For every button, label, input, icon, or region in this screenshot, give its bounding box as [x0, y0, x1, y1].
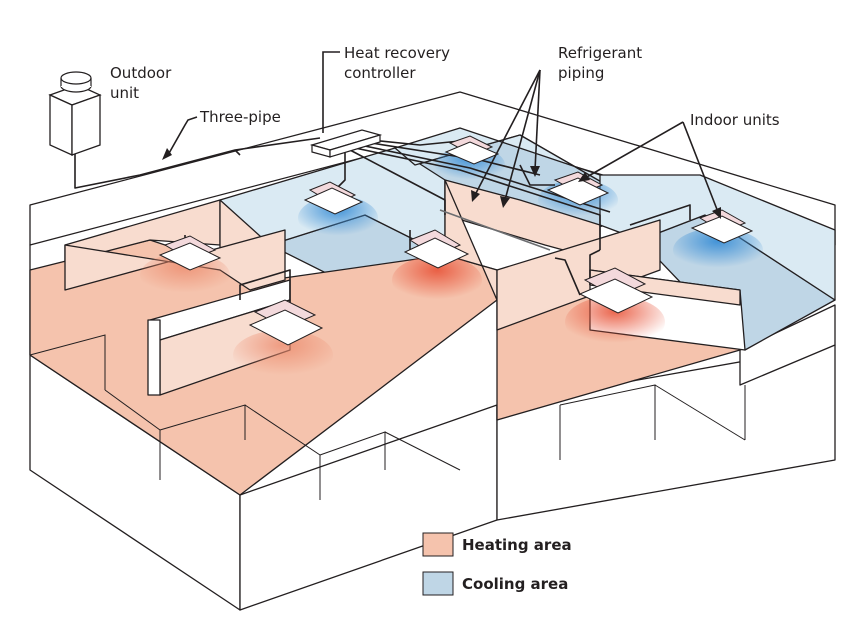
labels: Outdoor unit Three-pipe Heat recovery co…	[110, 44, 780, 129]
indoor-unit-7	[690, 209, 754, 244]
refrigerant-pipes	[74, 137, 691, 310]
label-outdoor-unit-line1: Outdoor	[110, 64, 172, 82]
legend-label-heating: Heating area	[462, 536, 572, 554]
legend-swatch-cooling	[422, 571, 454, 596]
indoor-unit-4	[248, 299, 324, 346]
indoor-unit-5	[444, 135, 500, 165]
label-three-pipe: Three-pipe	[199, 108, 281, 126]
label-refrigerant-line2: piping	[558, 64, 604, 82]
label-heat-recovery-line1: Heat recovery	[344, 44, 450, 62]
legend-swatch-heating	[422, 532, 454, 557]
label-heat-recovery-line2: controller	[344, 64, 416, 82]
leader-lines	[162, 51, 721, 219]
indoor-unit-1	[158, 235, 222, 271]
outdoor-unit	[48, 71, 102, 157]
legend: Heating area Cooling area	[422, 532, 572, 596]
indoor-unit-2	[303, 181, 364, 215]
label-outdoor-unit-line2: unit	[110, 84, 139, 102]
indoor-unit-6	[546, 171, 610, 206]
indoor-unit-3	[403, 229, 470, 269]
label-indoor-units: Indoor units	[690, 111, 780, 129]
legend-label-cooling: Cooling area	[462, 575, 568, 593]
indoor-unit-8	[578, 267, 654, 314]
structure-lines	[29, 334, 746, 500]
indoor-units	[158, 135, 754, 346]
label-refrigerant-line1: Refrigerant	[558, 44, 642, 62]
heat-recovery-controller	[309, 129, 383, 158]
